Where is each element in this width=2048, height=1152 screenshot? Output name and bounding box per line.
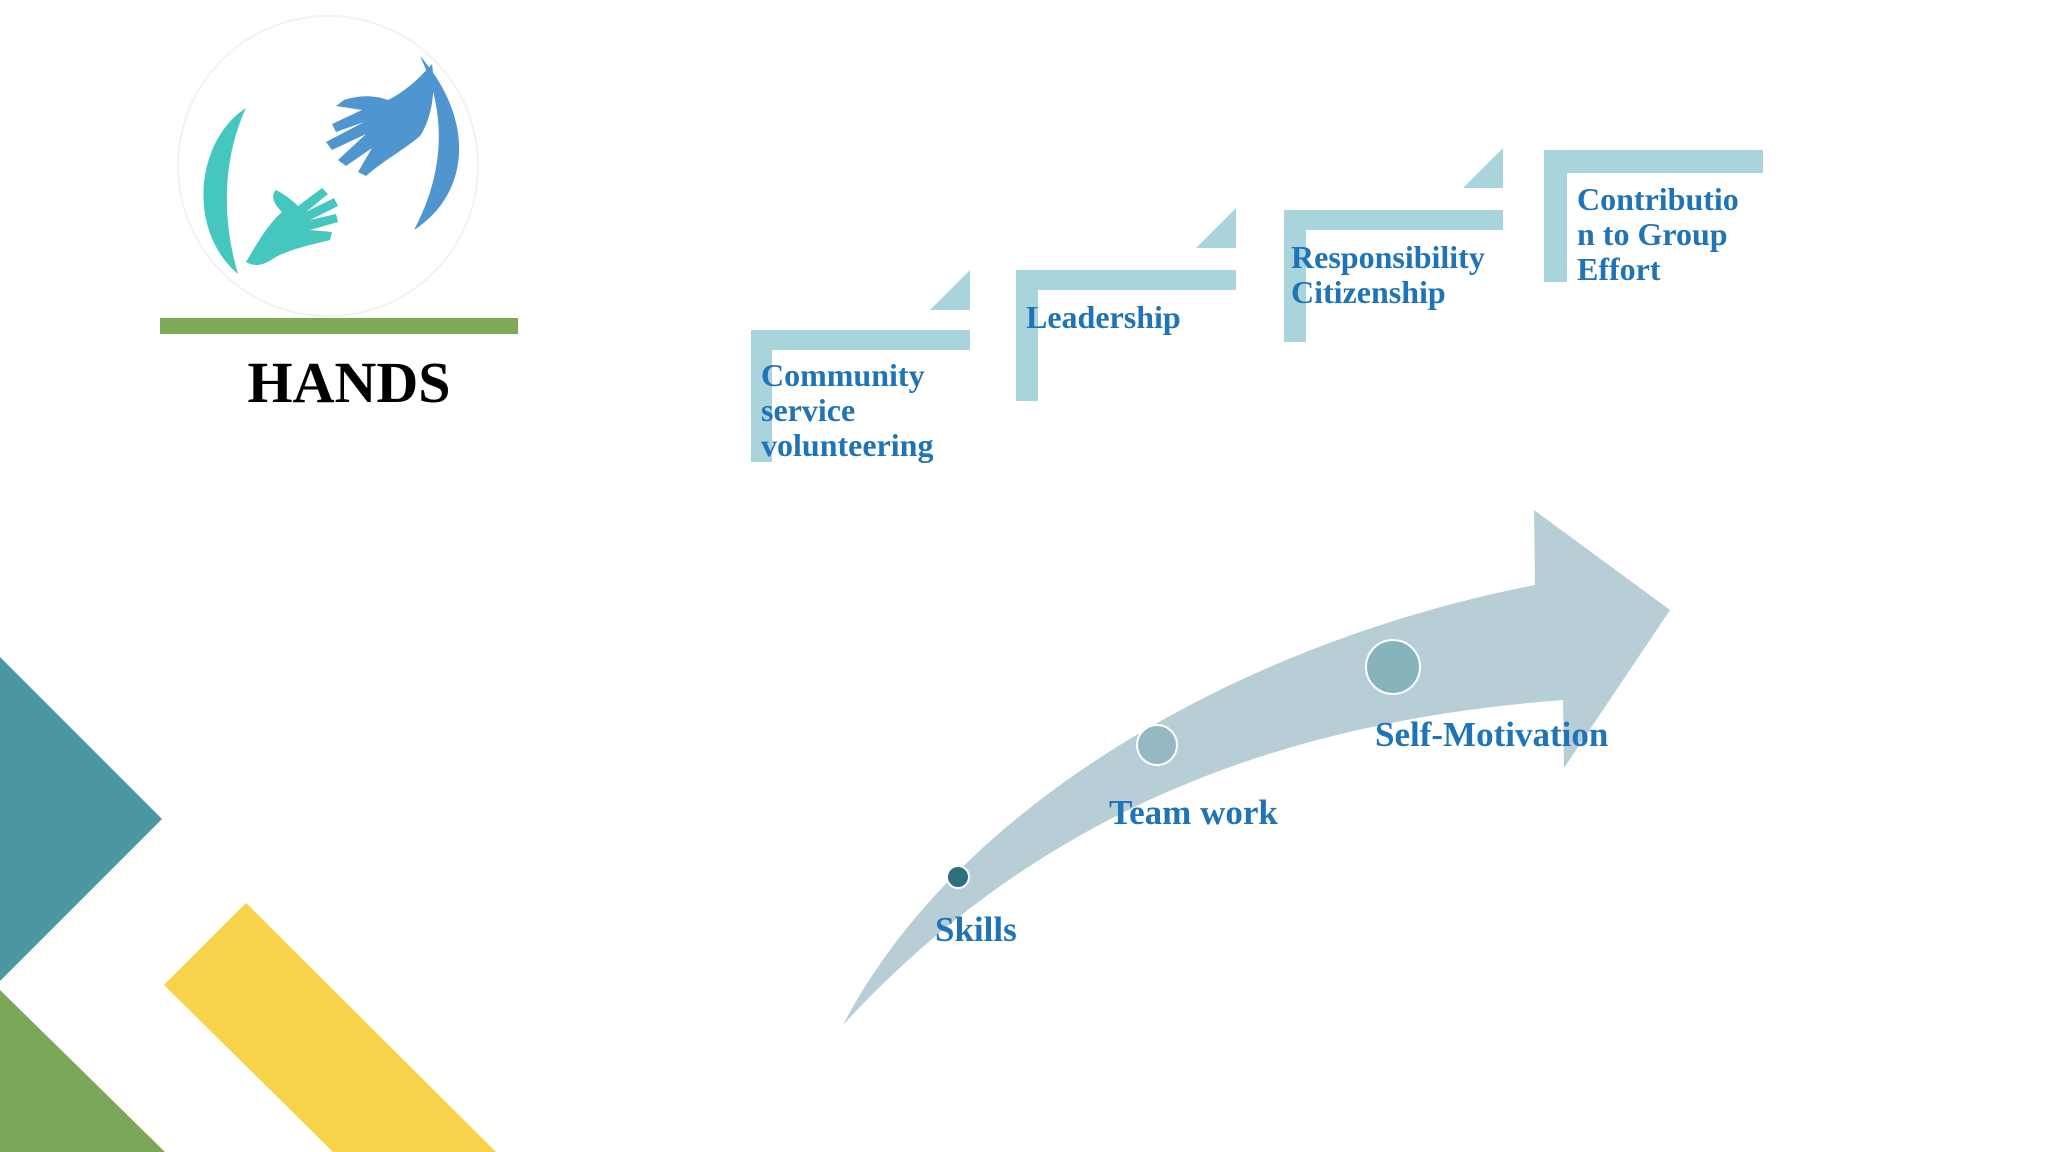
yellow-stripe-decoration	[164, 903, 496, 1152]
step-label-responsibility: Responsibility Citizenship	[1291, 239, 1485, 310]
milestone-dot-skills	[946, 865, 970, 889]
brand-title: HANDS	[247, 350, 451, 415]
step-frame-1	[751, 270, 970, 462]
milestone-label-team-work: Team work	[1109, 793, 1278, 832]
step-label-leadership: Leadership	[1026, 299, 1181, 335]
teal-triangle-decoration	[0, 657, 162, 981]
growth-arrow	[843, 510, 1670, 1025]
milestone-dot-team-work	[1136, 724, 1178, 766]
step-frame-3	[1284, 148, 1503, 342]
step-frame-4	[1544, 150, 1763, 282]
title-underline	[160, 318, 518, 334]
green-triangle-decoration	[0, 990, 165, 1152]
step-label-community: Community service volunteering	[761, 357, 934, 463]
milestone-label-skills: Skills	[935, 910, 1017, 949]
helping-hands-icon	[177, 15, 479, 317]
milestone-label-self-motivation: Self-Motivation	[1375, 715, 1609, 754]
step-frame-2	[1016, 208, 1236, 401]
milestone-dot-self-motivation	[1365, 639, 1421, 695]
step-label-contribution: Contributio n to Group Effort	[1577, 181, 1739, 287]
